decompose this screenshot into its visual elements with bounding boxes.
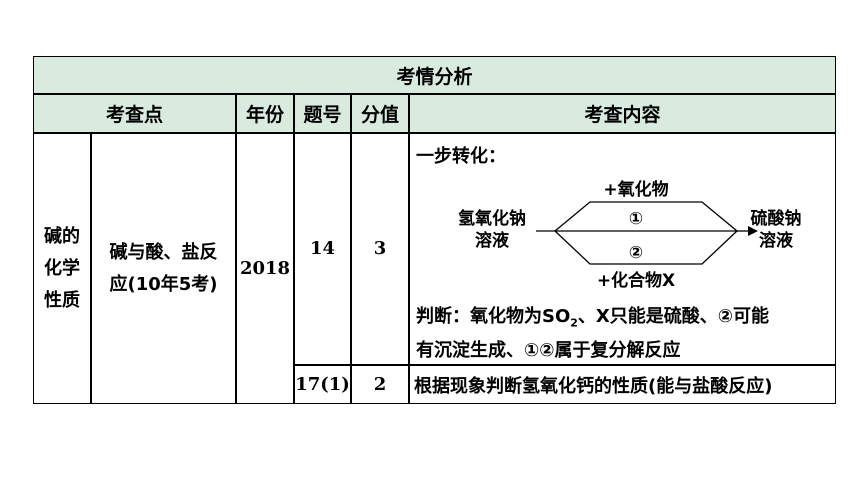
judgement-prefix: 判断：氧化物为SO: [416, 306, 571, 327]
row2-content-text: 根据现象判断氢氧化钙的性质(能与盐酸反应): [414, 375, 773, 397]
diagram-left-top: 氢氧化钠: [458, 208, 526, 229]
conversion-diagram: 氢氧化钠 溶液 +氧化物 ① ② +化合物X 硫酸钠 溶液: [458, 179, 802, 291]
row1-content: 一步转化： 氢氧化钠 溶液 +氧化物 ① ② +化合物X 硫酸钠 溶液 判断：氧…: [409, 133, 836, 365]
row1-question-no: 14: [294, 133, 351, 365]
row1-score: 3: [351, 133, 409, 365]
table-title: 考情分析: [33, 56, 836, 94]
analysis-table: 考情分析 考查点 年份 题号 分值 考查内容 碱的 化学 性质 碱与酸、盐反 应…: [33, 56, 836, 404]
diagram-right-bottom: 溶液: [759, 230, 793, 251]
category-line-2: 化学: [44, 257, 80, 279]
content-judgement-line-1: 判断：氧化物为SO2、X只能是硫酸、②可能: [416, 302, 769, 330]
diagram-bottom-label: +化合物X: [597, 270, 675, 291]
diagram-hexagon: [536, 201, 748, 265]
header-point: 考查点: [33, 94, 236, 133]
year-cell: 2018: [236, 133, 294, 404]
header-score: 分值: [351, 94, 409, 133]
header-question-no: 题号: [294, 94, 351, 133]
content-heading: 一步转化：: [416, 146, 506, 167]
subcategory-line-2: 应(10年5考): [109, 273, 218, 295]
row2-score: 2: [351, 365, 409, 404]
category-line-3: 性质: [44, 289, 80, 311]
category-line-1: 碱的: [44, 225, 80, 247]
diagram-route-2: ②: [629, 243, 643, 263]
judgement-subscript: 2: [570, 316, 578, 330]
category-cell: 碱的 化学 性质: [33, 133, 91, 404]
header-year: 年份: [236, 94, 294, 133]
header-content: 考查内容: [409, 94, 836, 133]
diagram-right-top: 硫酸钠: [751, 208, 802, 229]
row2-content: 根据现象判断氢氧化钙的性质(能与盐酸反应): [409, 365, 836, 404]
diagram-arrowhead: [748, 226, 758, 236]
judgement-suffix: 、X只能是硫酸、②可能: [577, 306, 770, 327]
row2-question-no: 17(1): [294, 365, 351, 404]
diagram-top-label: +氧化物: [603, 179, 668, 200]
subcategory-line-1: 碱与酸、盐反: [109, 241, 218, 263]
content-judgement-line-2: 有沉淀生成、①②属于复分解反应: [416, 340, 681, 361]
diagram-left-bottom: 溶液: [475, 230, 509, 251]
diagram-route-1: ①: [629, 209, 643, 229]
subcategory-cell: 碱与酸、盐反 应(10年5考): [91, 133, 236, 404]
